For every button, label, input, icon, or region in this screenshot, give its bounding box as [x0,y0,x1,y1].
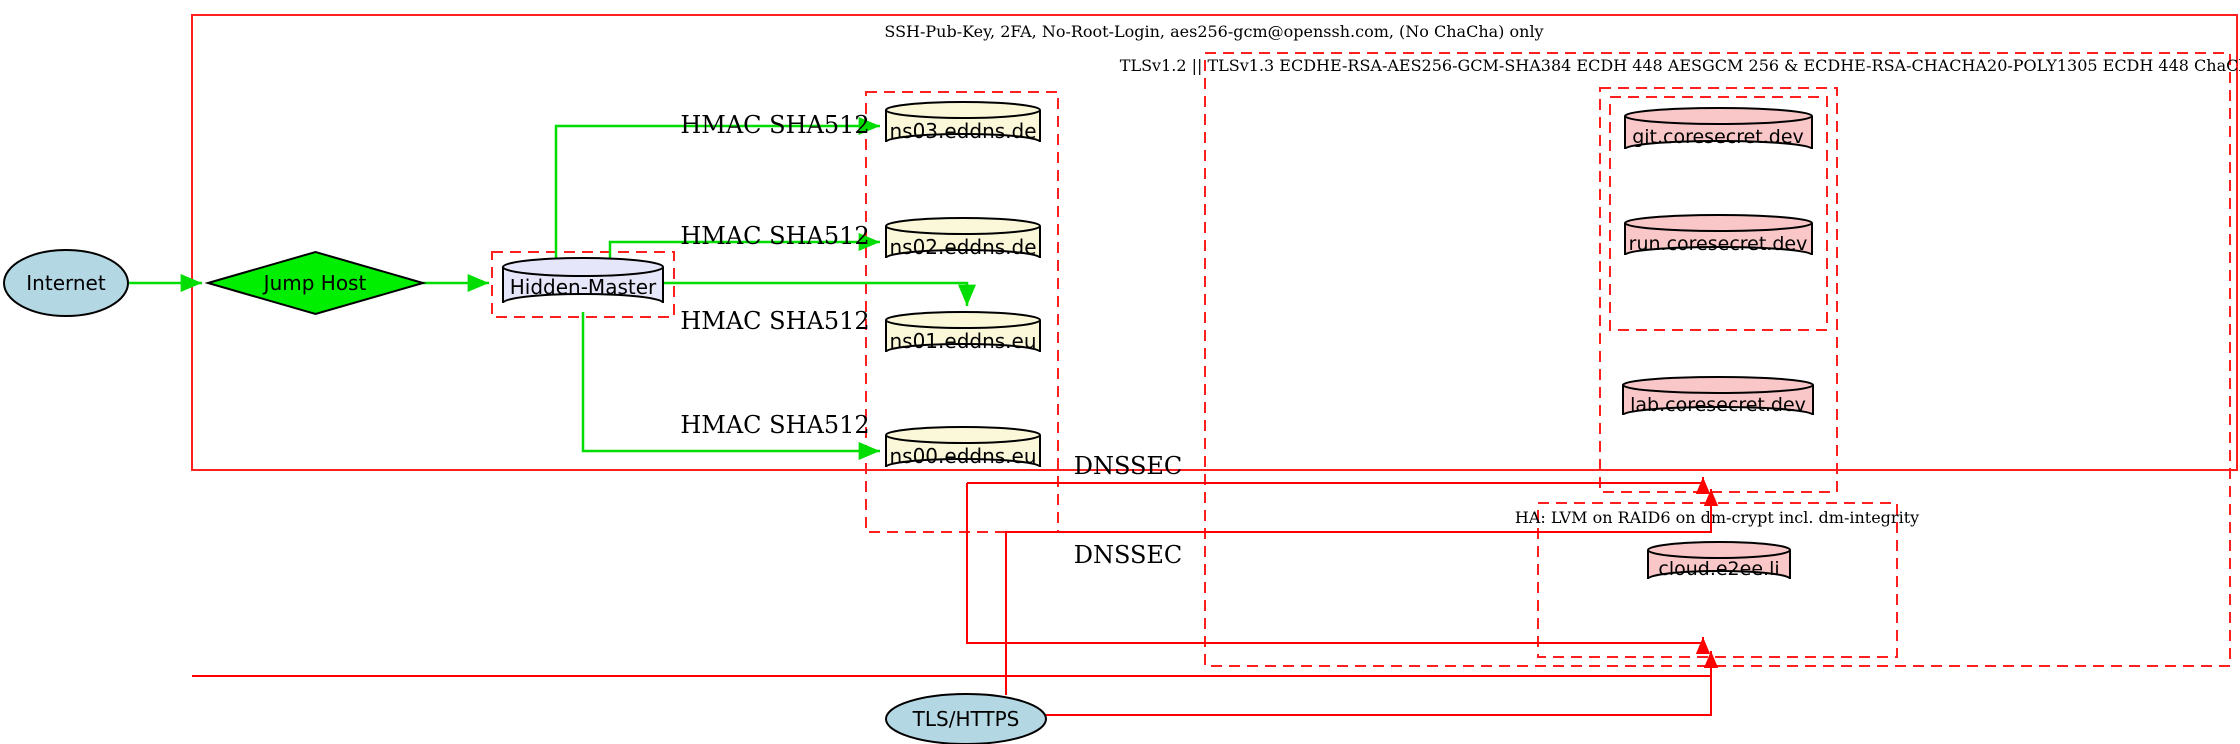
cluster-coresecret-inner-box [1609,96,1828,331]
node-jump-host: Jump Host [204,250,427,316]
edge-label-hmac-ns01: HMAC SHA512 [680,307,869,335]
node-ns00-label: ns00.eddns.eu [889,444,1036,468]
cluster-ssh-label: SSH-Pub-Key, 2FA, No-Root-Login, aes256-… [884,22,1543,41]
cluster-dns-box [865,91,1059,533]
node-internet-label: Internet [26,271,106,295]
node-run-label: run.coresecret.dev [1629,233,1808,255]
node-git-coresecret: git.coresecret.dev [1624,107,1813,150]
cluster-coresecret-outer-box [1599,87,1838,493]
edge-tlshttps-to-ha [1045,651,1719,716]
edge-label-dnssec-bottom: DNSSEC [1074,541,1183,569]
node-ns00: ns00.eddns.eu [885,426,1041,468]
node-ns03: ns03.eddns.de [885,101,1041,143]
edge-tlshttps-to-coresecret [1005,489,1719,695]
node-tls-https-label: TLS/HTTPS [912,707,1020,731]
node-tls-https: TLS/HTTPS [885,693,1047,744]
node-cloud-e2ee: cloud.e2ee.li [1647,541,1791,580]
node-lab-coresecret: lab.coresecret.dev [1622,376,1814,416]
node-ns01-label: ns01.eddns.eu [889,329,1036,353]
cluster-ha-label: HA: LVM on RAID6 on dm-crypt incl. dm-in… [1515,508,1919,527]
node-cloud-label: cloud.e2ee.li [1658,558,1779,580]
node-git-label: git.coresecret.dev [1632,126,1804,148]
cluster-ssh-box [191,14,2238,471]
node-hidden-master: Hidden-Master [502,257,664,304]
node-hidden-master-label: Hidden-Master [510,275,657,299]
node-lab-label: lab.coresecret.dev [1630,394,1806,416]
node-ns01: ns01.eddns.eu [885,311,1041,353]
edge-label-hmac-ns00: HMAC SHA512 [680,411,869,439]
node-ns03-label: ns03.eddns.de [889,119,1036,143]
edge-dnssec-to-coresecret [967,477,1711,495]
node-ns02-label: ns02.eddns.de [889,235,1036,259]
node-ns02: ns02.eddns.de [885,217,1041,259]
edge-dnssec-to-ha [966,483,1711,655]
edge-label-dnssec-top: DNSSEC [1074,452,1183,480]
node-internet: Internet [3,249,129,317]
edge-label-hmac-ns02: HMAC SHA512 [680,222,869,250]
cluster-hidden-master-box [491,251,675,318]
cluster-tls-label: TLSv1.2 || TLSv1.3 ECDHE-RSA-AES256-GCM-… [1120,56,2240,75]
edge-label-hmac-ns03: HMAC SHA512 [680,111,869,139]
edge-hiddenmaster-to-ns02 [608,233,880,260]
edge-hiddenmaster-to-ns01 [663,281,976,306]
node-jump-host-label: Jump Host [262,271,367,295]
edge-hiddenmaster-to-ns00 [581,312,880,460]
edge-hiddenmaster-to-ns03 [554,117,880,260]
node-run-coresecret: run.coresecret.dev [1624,214,1813,256]
